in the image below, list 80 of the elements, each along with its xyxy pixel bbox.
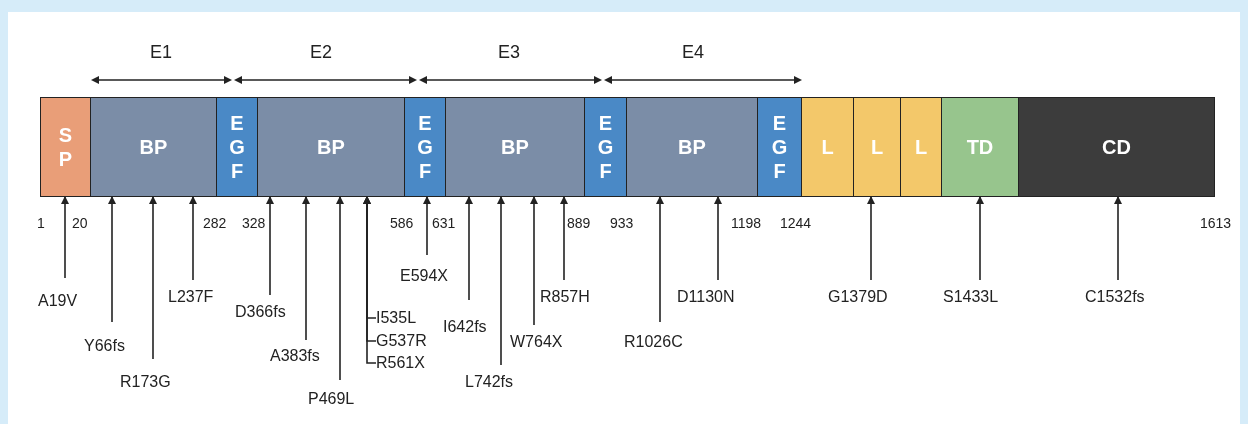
mutation-label: P469L [308, 390, 355, 408]
binding-domain [626, 97, 758, 197]
mutation-label: R1026C [624, 333, 683, 351]
transmembrane-domain [941, 97, 1019, 197]
leader-arrow [976, 196, 984, 281]
domain-label: BP [139, 135, 168, 159]
position-number: 631 [432, 215, 456, 231]
domain-label: L [870, 135, 884, 159]
mutation-label: S1433L [943, 288, 999, 306]
position-number: 20 [72, 215, 88, 231]
leader-arrow [465, 196, 473, 301]
domain-label: BP [317, 135, 345, 159]
domain-label: EGF [416, 111, 434, 183]
repeat-domain [801, 97, 854, 197]
leader-arrow [867, 196, 875, 281]
position-number: 1244 [780, 215, 812, 231]
leader-arrow [149, 196, 157, 360]
mutation-label: I642fs [443, 318, 487, 336]
domain-label: L [914, 135, 928, 159]
egf-domain [584, 97, 627, 197]
region-label: E3 [498, 42, 521, 63]
leader-arrow [61, 196, 69, 279]
leader-arrow [560, 196, 568, 281]
repeat-domain [900, 97, 942, 197]
mutation-label: D366fs [235, 303, 286, 321]
mutation-label: W764X [510, 333, 563, 351]
leader-arrow [189, 196, 197, 281]
mutation-label: G537R [376, 332, 427, 350]
domain-label: SP [57, 123, 74, 171]
binding-domain [90, 97, 217, 197]
egf-domain [404, 97, 446, 197]
binding-domain [445, 97, 585, 197]
leader-arrow [530, 196, 538, 326]
region-label: E1 [150, 42, 173, 63]
domain-label: TD [966, 135, 994, 159]
mutation-label: R857H [540, 288, 590, 306]
region-label: E2 [310, 42, 333, 63]
domain-label: L [821, 135, 834, 159]
leader-arrow [336, 196, 344, 381]
egf-domain [216, 97, 258, 197]
mutation-label: D1130N [677, 288, 735, 306]
position-number: 889 [567, 215, 591, 231]
position-number: 1198 [731, 215, 762, 231]
mutation-label: A19V [38, 292, 78, 310]
mutation-label: L237F [168, 288, 214, 306]
domain-label: BP [501, 135, 529, 159]
cytoplasmic-domain [1018, 97, 1215, 197]
signal-peptide-domain [40, 97, 91, 197]
leader-arrow [266, 196, 274, 296]
mutation-label: C1532fs [1085, 288, 1145, 306]
region-label: E4 [682, 42, 705, 63]
leader-arrow [302, 196, 310, 341]
leader-arrow [714, 196, 722, 281]
mutation-label: G1379D [828, 288, 888, 306]
position-number: 1613 [1200, 215, 1232, 231]
leader-arrow [423, 196, 431, 256]
leader-arrow [497, 196, 505, 366]
mutation-label: E594X [400, 267, 449, 285]
mutation-label: L742fs [465, 373, 514, 391]
binding-domain [257, 97, 405, 197]
leader-arrow [108, 196, 116, 323]
mutation-label: Y66fs [84, 337, 125, 355]
domain-label: BP [678, 135, 706, 159]
domain-label: CD [1102, 135, 1131, 159]
leader-arrow [656, 196, 664, 323]
leader-arrow [1114, 196, 1122, 281]
position-number: 933 [610, 215, 634, 231]
domain-label: EGF [770, 111, 789, 183]
position-number: 586 [390, 215, 414, 231]
domain-label: EGF [596, 111, 615, 183]
mutation-label: R173G [120, 373, 171, 391]
repeat-domain [853, 97, 901, 197]
domain-label: EGF [228, 111, 246, 183]
mutation-label: R561X [376, 354, 425, 372]
position-number: 282 [203, 215, 227, 231]
mutation-label: I535L [376, 309, 417, 327]
position-number: 1 [37, 215, 45, 231]
egf-domain [757, 97, 802, 197]
mutation-label: A383fs [270, 347, 320, 365]
position-number: 328 [242, 215, 266, 231]
